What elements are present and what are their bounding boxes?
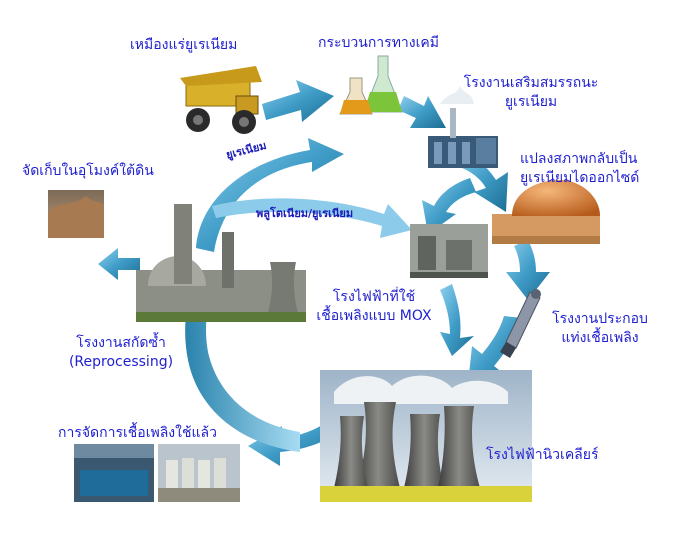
label-reprocessing-line2: (Reprocessing) xyxy=(68,354,174,370)
nuclear-plant-image xyxy=(320,370,532,502)
underground-storage-image xyxy=(48,190,104,238)
label-enrichment-line2: ยูเรเนียม xyxy=(504,94,558,110)
arrow-conversion-to-fabrication xyxy=(506,240,550,300)
label-fabrication-line1: โรงงานประกอบ xyxy=(552,311,648,327)
arrow-uranium-recycle xyxy=(196,138,344,252)
arrow-chemical-to-enrichment xyxy=(398,96,446,128)
label-mox-plant-line1: โรงไฟฟ้าที่ใช้ xyxy=(332,289,416,305)
label-enrichment-line1: โรงงานเสริมสมรรถนะ xyxy=(463,75,599,91)
fuel-assembly-image xyxy=(500,289,541,358)
arrow-plutonium-to-mox xyxy=(212,198,412,238)
arrow-fabrication-to-plant xyxy=(468,316,522,384)
label-nuclear-plant: โรงไฟฟ้านิวเคลียร์ xyxy=(486,447,599,463)
arrow-spent-fuel-to-reprocessing xyxy=(185,280,300,452)
label-conversion: แปลงสภาพกลับเป็น ยูเรเนียมไดออกไซด์ xyxy=(520,150,639,188)
label-fabrication-line2: แท่งเชื้อเพลิง xyxy=(561,330,639,346)
label-conversion-line2: ยูเรเนียมไดออกไซด์ xyxy=(520,170,640,186)
label-mox-plant: โรงไฟฟ้าที่ใช้ เชื้อเพลิงแบบ MOX xyxy=(300,288,448,326)
label-spent-fuel: การจัดการเชื้อเพลิงใช้แล้ว xyxy=(58,425,217,441)
arrow-mining-to-chemical xyxy=(262,80,334,122)
spent-fuel-pool-image xyxy=(74,444,154,502)
label-mox-plant-line2: เชื้อเพลิงแบบ MOX xyxy=(316,308,432,324)
reprocessing-plant-image xyxy=(136,204,306,322)
chemical-flasks-image xyxy=(339,55,403,115)
arrow-conversion-loop xyxy=(422,178,476,234)
mining-truck-image xyxy=(180,66,262,134)
flow-label-plutonium-uranium: พลูโตเนียม/ยูเรเนียม xyxy=(256,207,354,220)
label-enrichment: โรงงานเสริมสมรรถนะ ยูเรเนียม xyxy=(446,74,616,112)
conversion-dome-image xyxy=(492,180,600,244)
label-reprocessing: โรงงานสกัดซ้ำ (Reprocessing) xyxy=(46,334,196,372)
label-conversion-line1: แปลงสภาพกลับเป็น xyxy=(520,151,638,167)
arrow-reprocessing-to-storage xyxy=(98,248,140,280)
label-mining: เหมืองแร่ยูเรเนียม xyxy=(130,37,238,53)
dry-cask-storage-image xyxy=(158,444,240,502)
arrow-mox-return xyxy=(440,284,474,356)
enrichment-plant-image xyxy=(428,86,498,168)
label-reprocessing-line1: โรงงานสกัดซ้ำ xyxy=(76,335,166,351)
label-fabrication: โรงงานประกอบ แท่งเชื้อเพลิง xyxy=(540,310,660,348)
label-storage: จัดเก็บในอุโมงค์ใต้ดิน xyxy=(22,163,154,179)
mox-plant-image xyxy=(410,224,488,278)
label-chemical-process: กระบวนการทางเคมี xyxy=(318,35,439,51)
